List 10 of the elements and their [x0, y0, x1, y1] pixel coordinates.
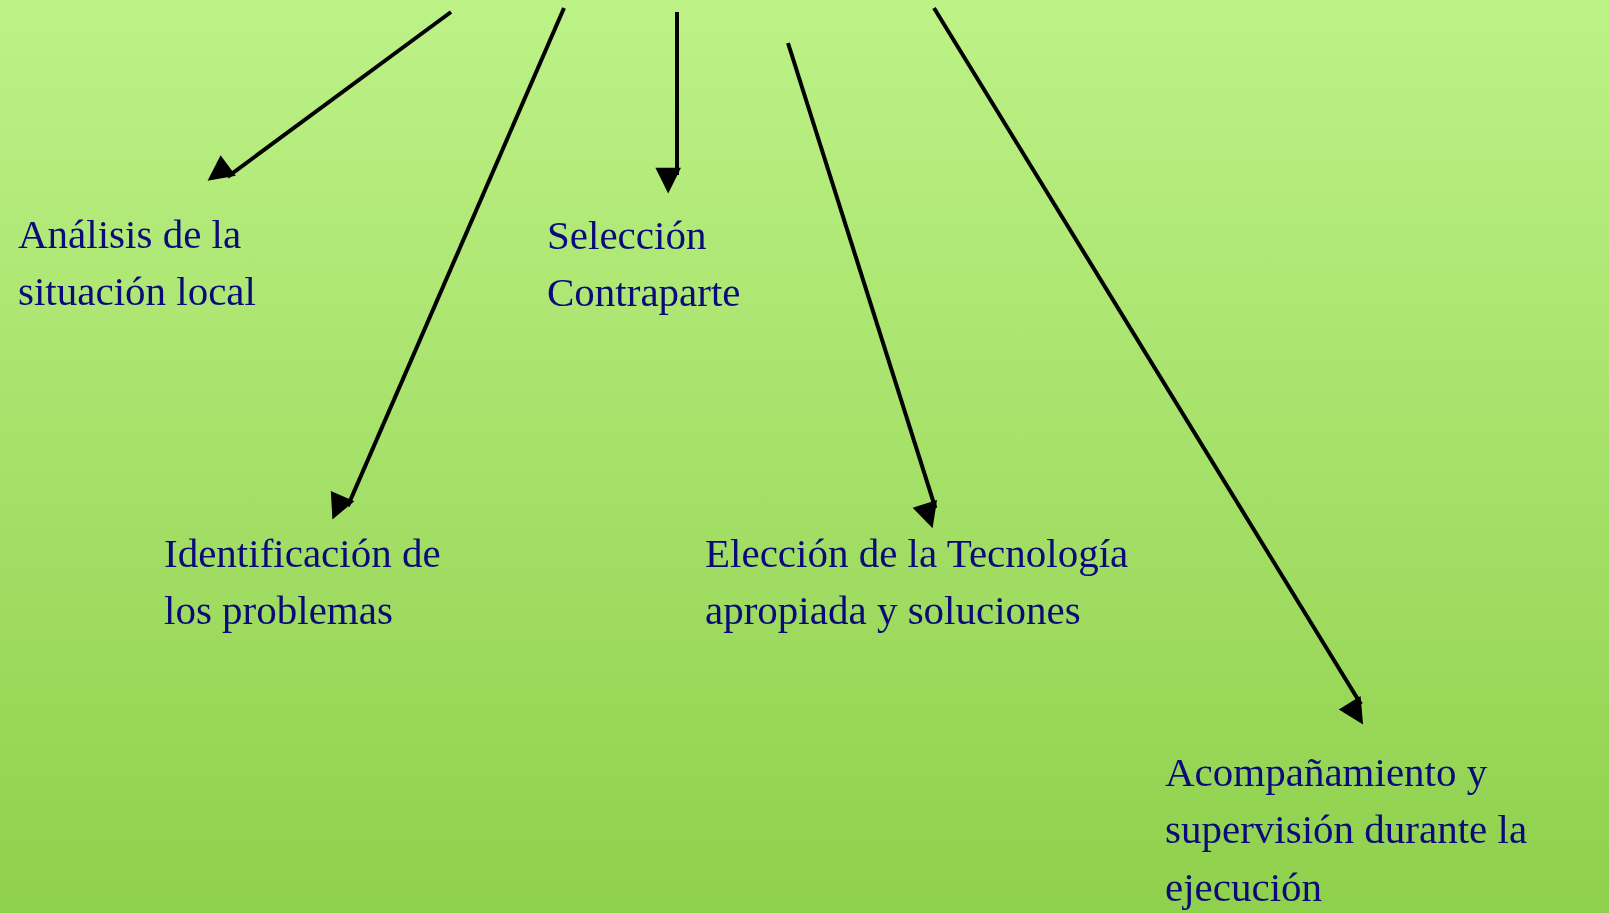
- step-label: Acompañamiento y supervisión durante la ejecución: [1165, 706, 1605, 913]
- step-label: Elección de la Tecnología apropiada y soluciones: [705, 510, 1225, 640]
- arrow: [932, 6, 1364, 725]
- step-label: Selección Contraparte: [547, 177, 797, 322]
- arrow: [207, 10, 453, 181]
- arrow: [655, 12, 681, 194]
- step-label: Identificación de los problemas: [164, 508, 444, 640]
- step-label: Análisis de la situación local: [18, 178, 318, 321]
- arrow: [330, 7, 566, 520]
- arrow: [786, 42, 938, 529]
